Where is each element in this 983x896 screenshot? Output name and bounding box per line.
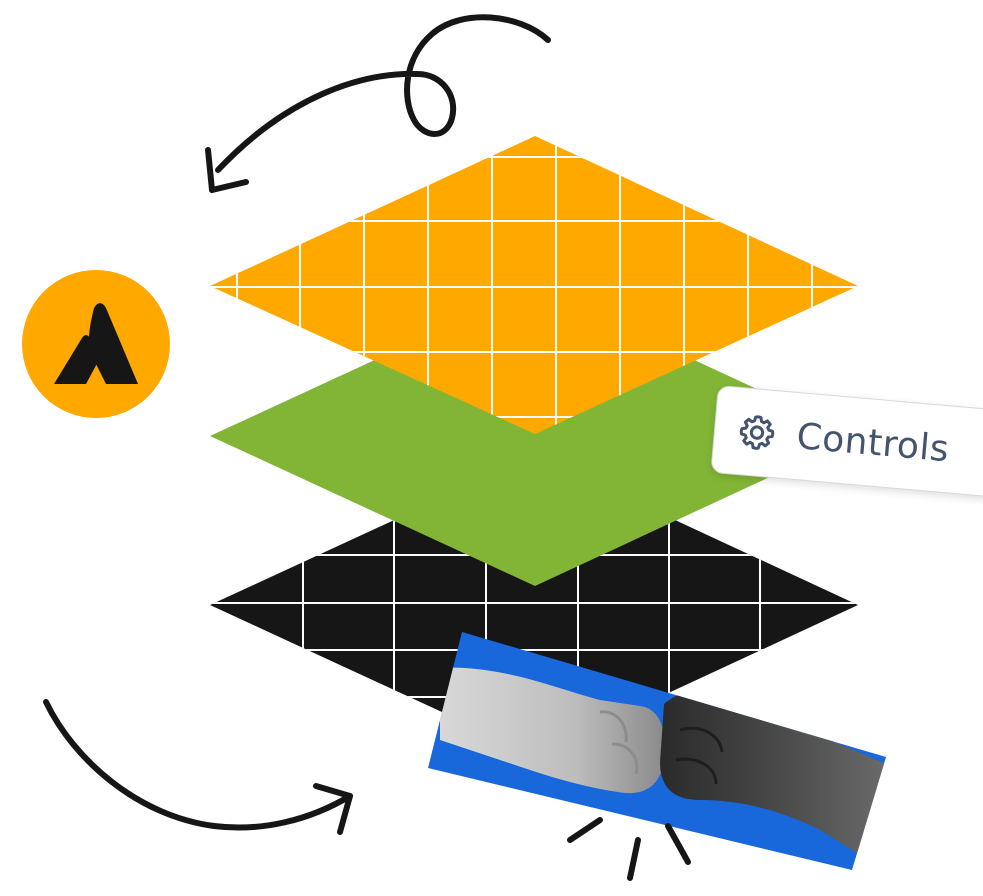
curved-arrow-bottom-icon <box>43 699 353 835</box>
atlassian-logo-icon <box>22 270 170 418</box>
gear-icon <box>739 415 775 450</box>
controls-button[interactable]: Controls <box>710 385 983 499</box>
middle-layer <box>210 286 858 586</box>
curved-arrow-top-icon <box>205 14 551 193</box>
fist-bump-photo <box>428 632 886 870</box>
impact-marks-icon <box>567 817 691 881</box>
controls-label: Controls <box>795 415 951 470</box>
